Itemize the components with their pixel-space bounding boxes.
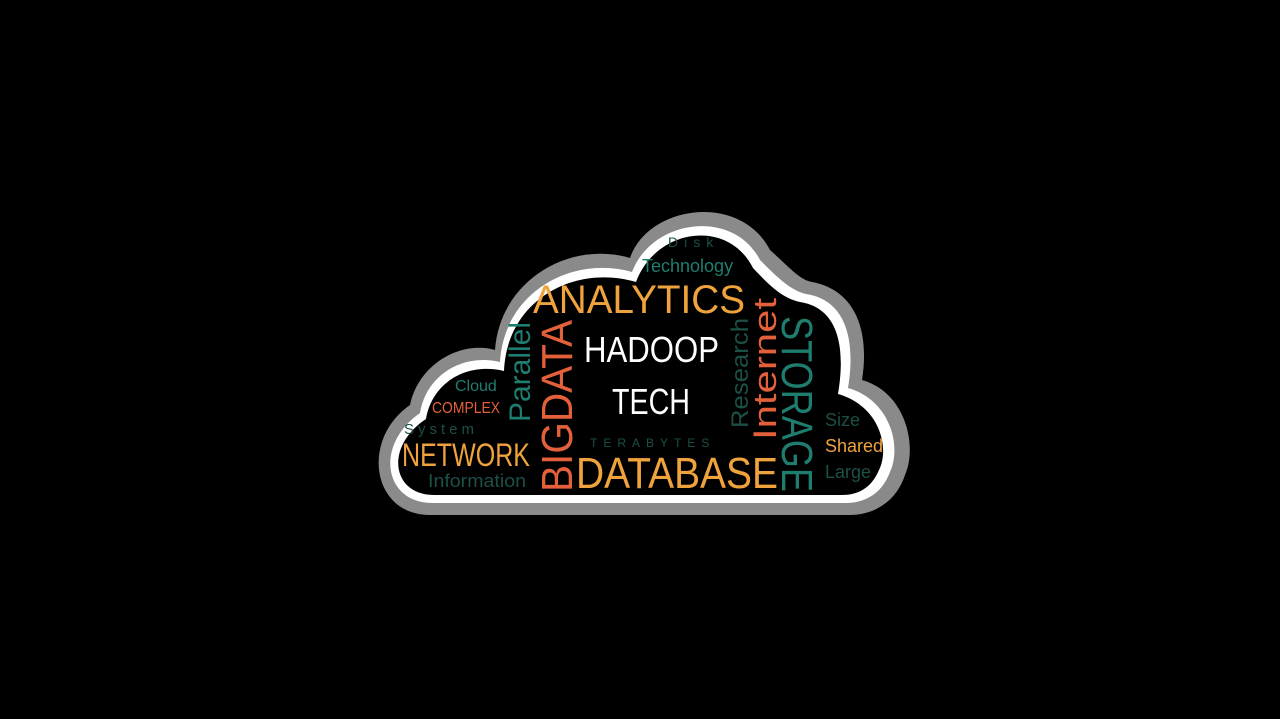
word-parallel: Parallel — [504, 322, 537, 422]
word-group: Disk Technology ANALYTICS HADOOP TECH Pa… — [402, 234, 883, 498]
word-research: Research — [727, 318, 754, 428]
word-terabytes: TERABYTES — [590, 436, 715, 450]
word-database: DATABASE — [576, 449, 778, 498]
word-shared: Shared — [825, 436, 883, 456]
word-technology: Technology — [642, 256, 733, 276]
word-analytics: ANALYTICS — [533, 278, 745, 322]
word-large: Large — [825, 462, 871, 482]
word-cloud: Cloud — [455, 378, 497, 395]
word-storage: STORAGE — [772, 316, 821, 492]
word-disk: Disk — [668, 234, 719, 250]
cloud-shape — [378, 212, 910, 516]
word-complex: COMPLEX — [432, 400, 500, 417]
word-bigdata: BIGDATA — [533, 319, 582, 492]
word-network: NETWORK — [402, 437, 530, 473]
word-hadoop: HADOOP — [584, 329, 719, 370]
word-information: Information — [428, 471, 526, 491]
cloud-fill — [398, 235, 884, 495]
word-system: System — [404, 421, 478, 438]
word-tech: TECH — [612, 381, 690, 422]
word-internet: Internet — [747, 298, 783, 440]
word-size: Size — [825, 410, 860, 430]
